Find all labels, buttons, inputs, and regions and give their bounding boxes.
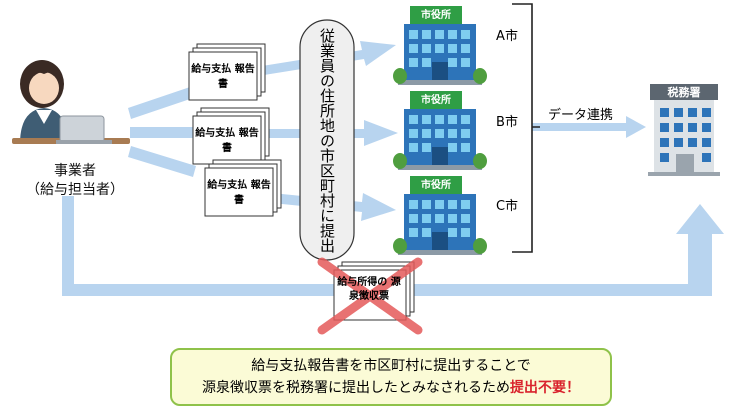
note-line-1: 給与支払報告書を市区町村に提出することで (251, 358, 531, 374)
note-box: 給与支払報告書を市区町村に提出することで 源泉徴収票を税務署に提出したとみなされ… (170, 348, 612, 406)
city-halls (393, 6, 487, 255)
employer-person-icon (12, 60, 130, 144)
tax-office-building-icon (648, 84, 720, 176)
note-highlight: 提出不要！ (510, 380, 580, 396)
report-document-label: 給与支払 報告書 (207, 180, 271, 206)
city-hall-building-icon (393, 91, 487, 170)
report-document-stack (188, 43, 282, 217)
cities-bracket (512, 3, 540, 253)
city-hall-sign: 市役所 (421, 180, 451, 191)
city-hall-sign: 市役所 (421, 95, 451, 106)
employer-label: 事業者 （給与担当者） (26, 163, 124, 198)
report-document-label: 給与支払 報告書 (191, 64, 255, 90)
cross-mark-icon (317, 257, 423, 335)
submit-pill (299, 19, 355, 261)
report-document-label: 給与支払 報告書 (195, 128, 259, 154)
city-hall-building-icon (393, 6, 487, 85)
withholding-slip-label: 給与所得の 源泉徴収票 (337, 277, 401, 302)
data-link-label: データ連携 (548, 108, 614, 123)
note-line-2: 源泉徴収票を税務署に提出したとみなされるため提出不要！ (172, 377, 610, 399)
note-line-2-text: 源泉徴収票を税務署に提出したとみなされるため (202, 380, 510, 396)
city-name-a: A市 (496, 29, 518, 44)
city-hall-sign: 市役所 (421, 10, 451, 21)
tax-office-sign: 税務署 (667, 86, 701, 99)
link-arrow (532, 116, 646, 138)
city-hall-building-icon (393, 176, 487, 255)
city-name-c: C市 (495, 199, 519, 214)
city-name-b: B市 (496, 115, 518, 130)
employer-to-docs-arrows (128, 86, 196, 177)
submit-label: 従業員の住所地の市区町村に提出 (318, 28, 336, 253)
